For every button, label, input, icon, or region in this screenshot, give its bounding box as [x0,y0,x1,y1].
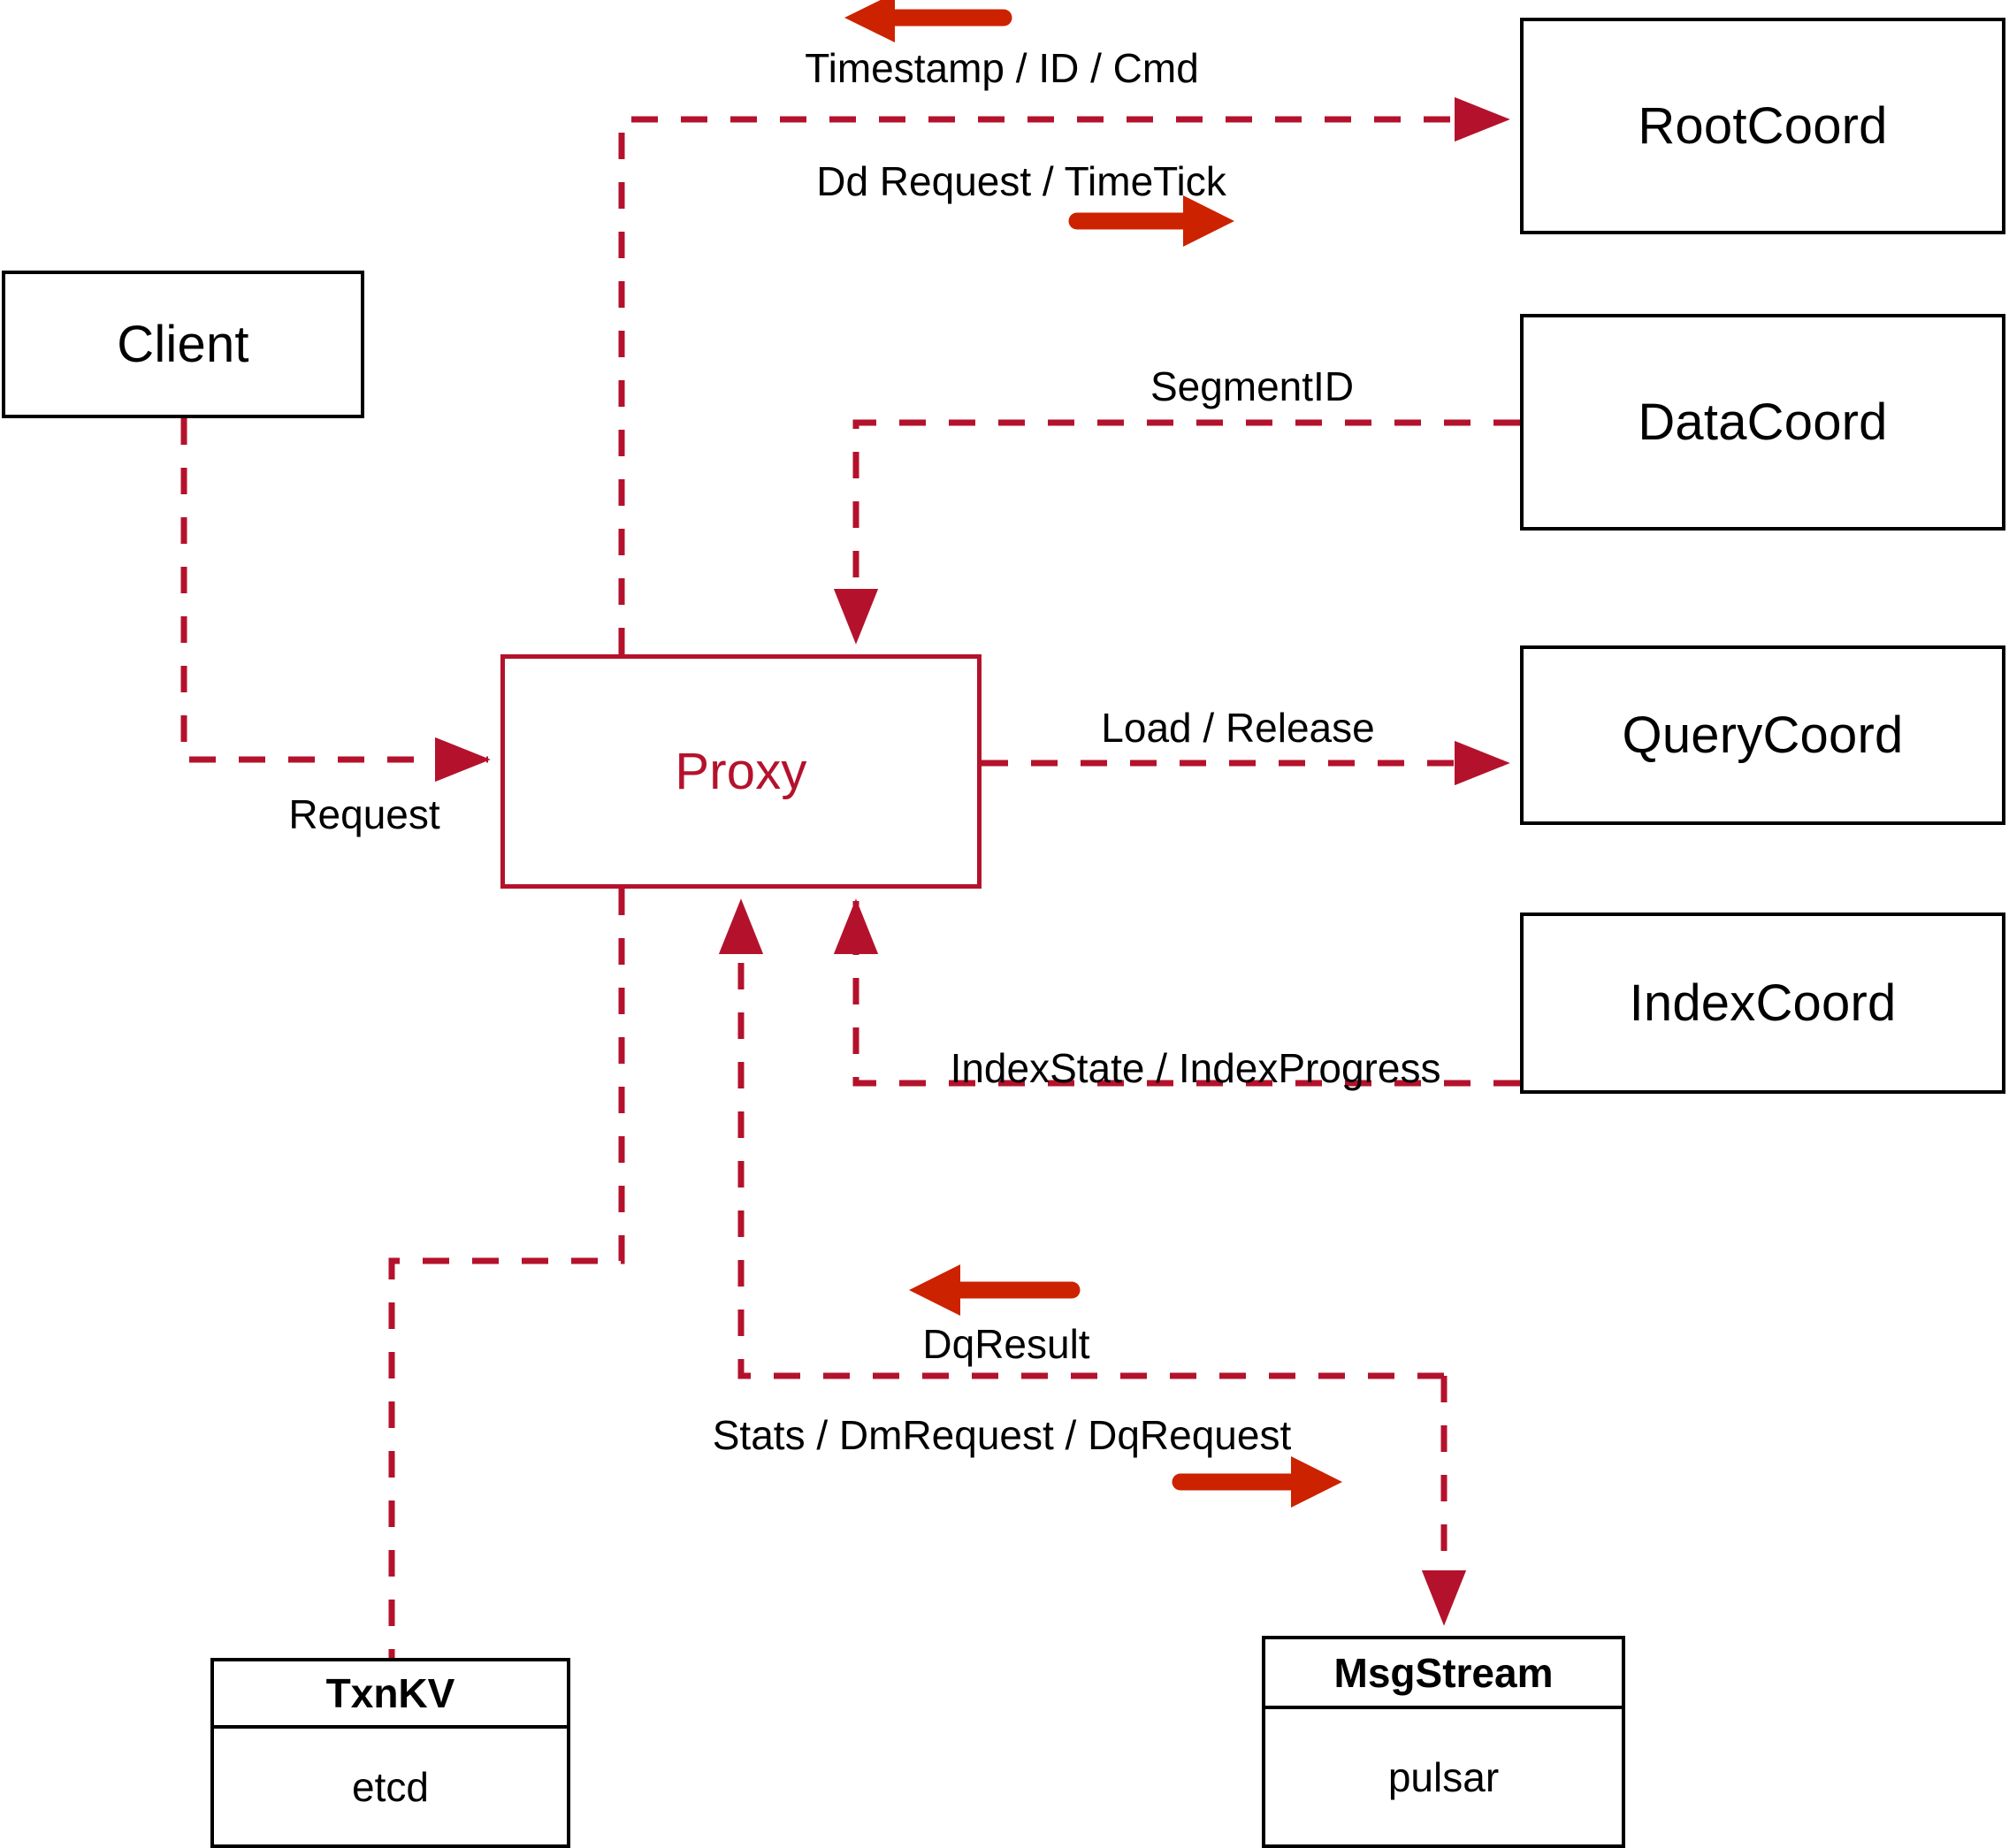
edge-label-indexstate-indexprogress: IndexState / IndexProgress [950,1045,1441,1091]
edge-label-timestamp-id-cmd: Timestamp / ID / Cmd [805,45,1199,91]
wire-msgstream-to-proxy [718,898,1444,1379]
node-proxy-label: Proxy [675,742,807,800]
node-indexcoord[interactable]: IndexCoord [1520,913,2005,1094]
arrow-glyph-left-timestamp [844,0,1012,42]
node-msgstream-title: MsgStream [1265,1639,1622,1709]
node-datacoord[interactable]: DataCoord [1520,314,2005,531]
node-rootcoord[interactable]: RootCoord [1520,18,2005,234]
wire-proxy-to-txnkv [388,889,625,1658]
node-txnkv-title: TxnKV [214,1661,567,1729]
edge-label-stats-dmrequest-dqrequest: Stats / DmRequest / DqRequest [712,1412,1292,1458]
arrow-glyph-left-dqresult [909,1264,1081,1316]
node-querycoord-label: QueryCoord [1622,706,1904,764]
node-client[interactable]: Client [2,271,364,418]
node-txnkv-impl: etcd [352,1763,429,1810]
node-txnkv[interactable]: TxnKV etcd [210,1658,570,1848]
node-rootcoord-label: RootCoord [1638,96,1888,155]
edge-label-load-release: Load / Release [1101,705,1375,751]
node-msgstream[interactable]: MsgStream pulsar [1262,1636,1625,1848]
wire-client-to-proxy [180,418,491,783]
node-msgstream-impl: pulsar [1387,1753,1500,1800]
wire-datacoord-to-proxy [833,419,1520,645]
node-proxy[interactable]: Proxy [500,654,982,889]
node-indexcoord-label: IndexCoord [1629,974,1897,1032]
node-datacoord-label: DataCoord [1638,393,1888,451]
edge-label-dd-request-timetick: Dd Request / TimeTick [816,158,1226,204]
edge-label-request: Request [288,791,440,837]
edge-label-dqresult: DqResult [922,1321,1090,1367]
node-client-label: Client [117,315,249,373]
arrow-glyph-right-stats [1172,1456,1342,1508]
edge-label-segmentid: SegmentID [1150,363,1355,409]
node-querycoord[interactable]: QueryCoord [1520,645,2005,825]
